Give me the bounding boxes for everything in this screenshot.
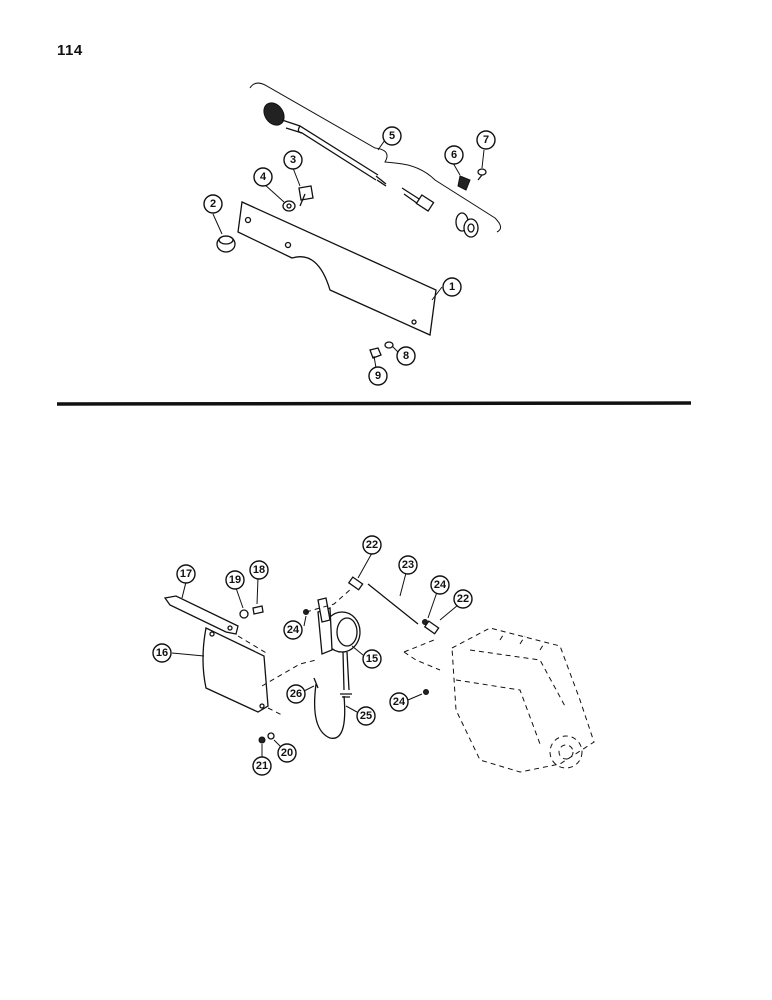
clip-6	[457, 175, 471, 191]
screw-7	[477, 168, 487, 181]
svg-text:23: 23	[402, 559, 414, 571]
callout-4: 4	[253, 167, 273, 187]
svg-text:8: 8	[403, 350, 409, 362]
bolt-3	[298, 185, 314, 207]
svg-text:22: 22	[457, 593, 469, 605]
link-bar	[163, 595, 239, 635]
callout-21: 21	[252, 756, 272, 776]
svg-text:18: 18	[253, 564, 265, 576]
washer-19	[239, 609, 249, 619]
svg-text:7: 7	[483, 134, 489, 146]
clip-24-b	[422, 619, 428, 625]
svg-text:4: 4	[260, 171, 267, 183]
callout-25: 25	[356, 706, 376, 726]
svg-text:24: 24	[434, 579, 447, 591]
callout-2: 2	[203, 194, 223, 214]
callout-24-b: 24	[430, 575, 450, 595]
callout-16: 16	[152, 643, 172, 663]
svg-text:20: 20	[281, 747, 293, 759]
callout-15: 15	[362, 649, 382, 669]
callout-1: 1	[442, 277, 462, 297]
svg-text:3: 3	[290, 154, 296, 166]
callout-23: 23	[398, 555, 418, 575]
svg-text:15: 15	[366, 653, 378, 665]
rod	[347, 576, 440, 635]
callout-24-a: 24	[283, 620, 303, 640]
nut-9	[369, 347, 382, 359]
mounting-plate	[202, 627, 269, 713]
svg-text:1: 1	[449, 281, 455, 293]
callout-3: 3	[283, 150, 303, 170]
svg-text:17: 17	[180, 568, 192, 580]
bracket-plate	[237, 201, 437, 336]
callout-9: 9	[368, 366, 388, 386]
wire-lead	[313, 677, 346, 739]
svg-text:9: 9	[375, 370, 381, 382]
callout-20: 20	[277, 743, 297, 763]
svg-text:6: 6	[451, 149, 457, 161]
svg-text:19: 19	[229, 574, 241, 586]
section-divider	[56, 401, 692, 406]
callout-24-c: 24	[389, 692, 409, 712]
solenoid	[317, 597, 361, 698]
callout-5: 5	[382, 126, 402, 146]
nut-21	[258, 736, 266, 744]
svg-text:26: 26	[290, 688, 302, 700]
bolt-18	[252, 605, 264, 615]
callout-26: 26	[286, 684, 306, 704]
callout-22-b: 22	[453, 589, 473, 609]
svg-text:24: 24	[393, 696, 406, 708]
svg-text:5: 5	[389, 130, 395, 142]
callout-17: 17	[176, 564, 196, 584]
svg-text:24: 24	[287, 624, 300, 636]
top-assembly: 1 2 3 4 5 6 7 8 9	[203, 82, 501, 386]
callout-19: 19	[225, 570, 245, 590]
clip-24-c	[423, 689, 429, 695]
callout-8: 8	[396, 346, 416, 366]
page-number: 114	[57, 42, 83, 59]
callout-22-a: 22	[362, 535, 382, 555]
svg-text:21: 21	[256, 760, 268, 772]
svg-text:16: 16	[156, 647, 168, 659]
callout-7: 7	[476, 130, 496, 150]
bushing-2	[216, 235, 236, 253]
throttle-cable	[249, 82, 501, 238]
svg-text:2: 2	[210, 198, 216, 210]
svg-text:22: 22	[366, 539, 378, 551]
washer-20	[267, 732, 275, 740]
callout-18: 18	[249, 560, 269, 580]
callout-6: 6	[444, 145, 464, 165]
bottom-assembly: 15 16 17 18 19 20 21 22 22 23 24 24 24 2…	[152, 535, 595, 776]
washer-8	[384, 341, 394, 349]
svg-text:25: 25	[360, 710, 372, 722]
injection-pump	[451, 627, 595, 773]
washer-4	[282, 200, 296, 212]
